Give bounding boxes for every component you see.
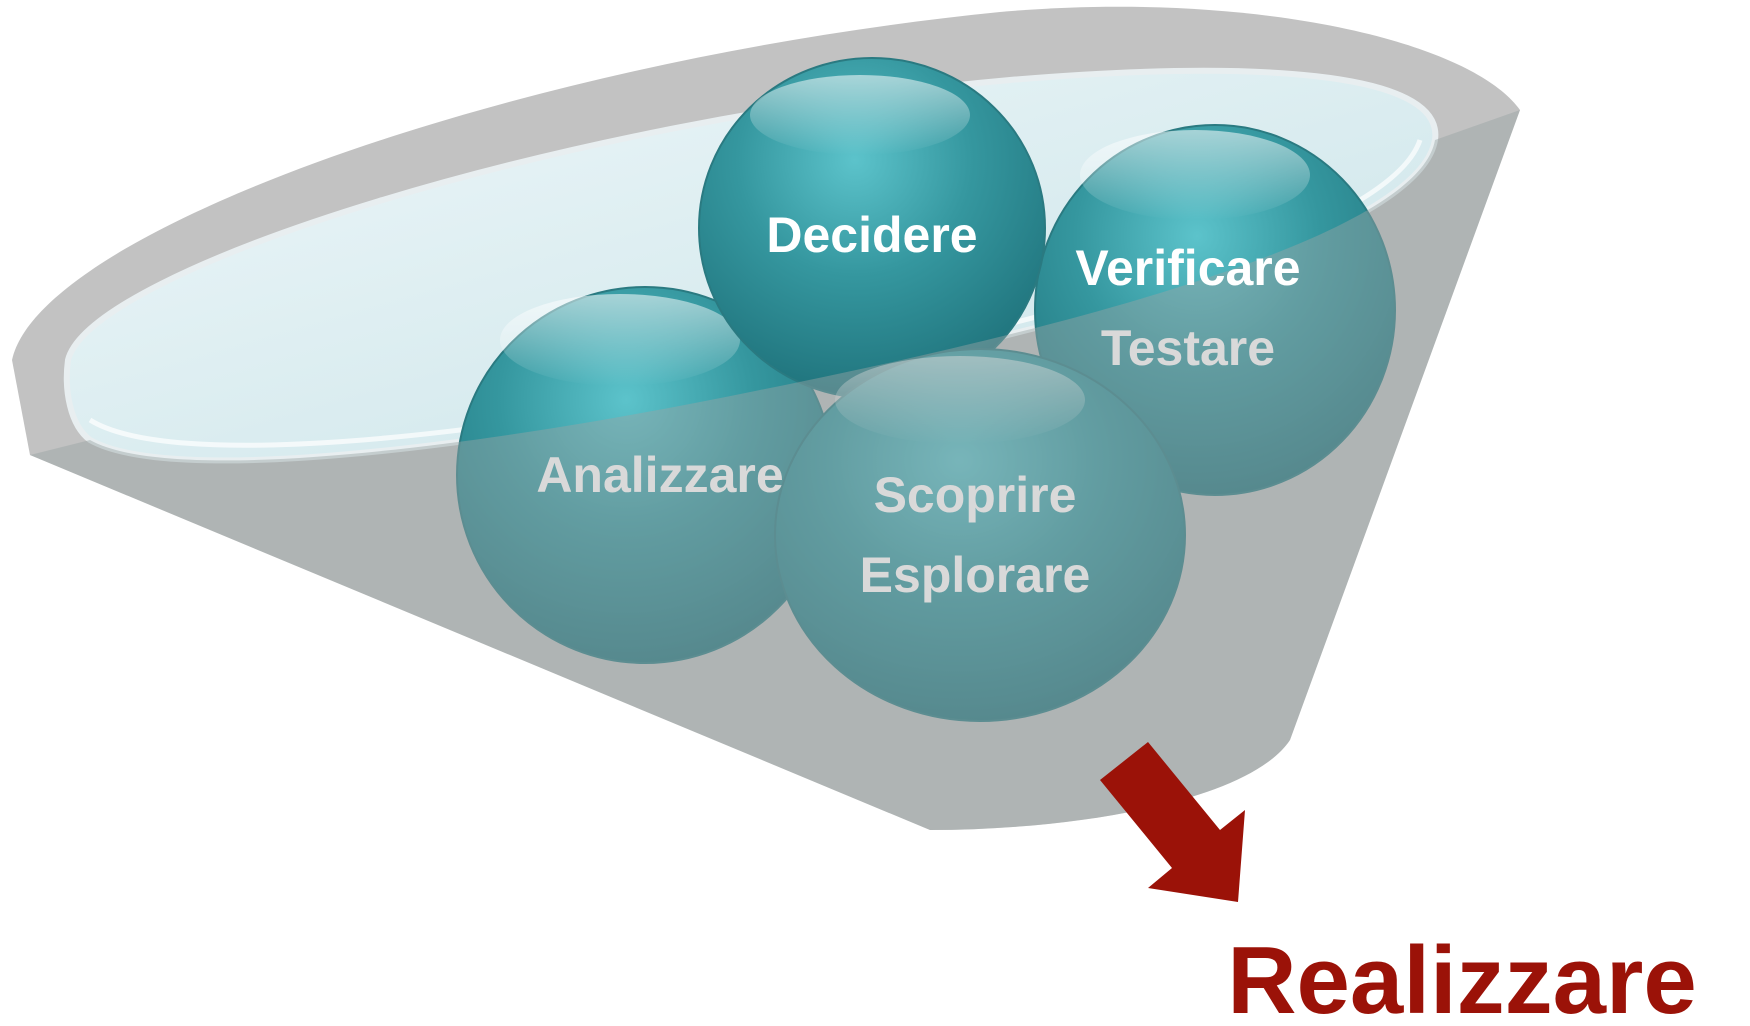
label-verificare: Verificare [1075,240,1300,296]
label-analizzare: Analizzare [536,447,783,503]
label-esplorare: Esplorare [860,547,1091,603]
ball-analizzare [456,286,834,664]
ball-scoprire-esplorare [774,348,1186,722]
label-testare: Testare [1101,320,1275,376]
result-label: Realizzare [1227,927,1697,1026]
label-scoprire: Scoprire [874,467,1077,523]
funnel-front-glass [30,110,1520,830]
label-decidere: Decidere [766,207,977,263]
output-arrow [1100,742,1245,902]
